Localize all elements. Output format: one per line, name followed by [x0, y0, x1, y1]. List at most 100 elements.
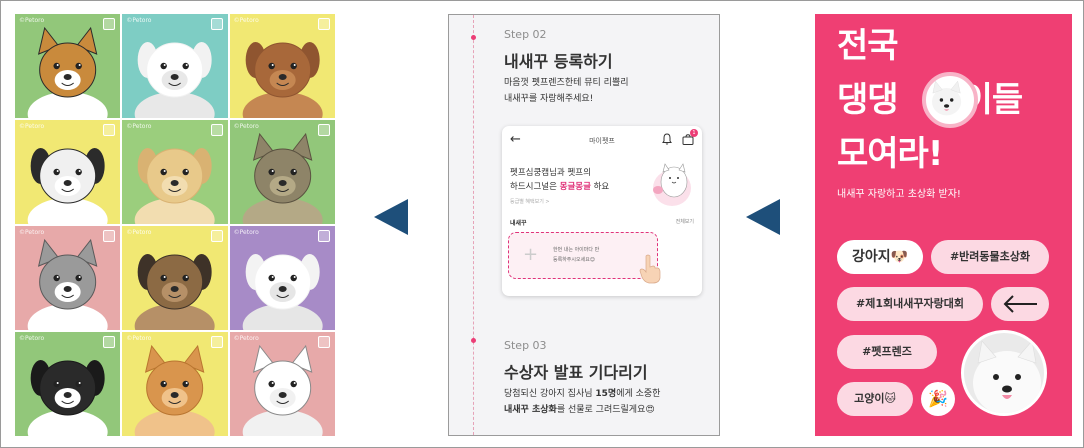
app-preview-card: ← 마이펫프 1 펫프심쿵캠님과 펫프의 하드시그널은 몽글몽글 하요 등급별 … — [502, 126, 702, 296]
left-arrow-icon — [746, 199, 780, 235]
timeline-dot — [471, 35, 476, 40]
poster-headline-text: 댕댕 — [837, 80, 899, 120]
poster-headline-line: 모여라! — [837, 134, 943, 174]
step-description-line: 당첨되신 강아지 집사님 15명에게 소중한 — [504, 386, 660, 402]
step-description: 당첨되신 강아지 집사님 15명에게 소중한 내새꾸 초상화를 선물로 그려드릴… — [504, 386, 660, 418]
tag-petfriends[interactable]: #펫프렌즈 — [837, 335, 937, 369]
cat-mascot-icon — [653, 163, 691, 206]
step-description-bold: 내새꾸 초상화 — [504, 405, 557, 415]
select-checkbox[interactable] — [318, 18, 330, 30]
add-pet-line: 등록하주시오세요😉 — [553, 257, 596, 263]
greeting-line: 하드시그널은 몽글몽글 하요 — [510, 180, 609, 194]
brand-watermark: ©Petoro — [126, 229, 152, 236]
samoyed-photo — [961, 330, 1047, 416]
poster-headline-line: 전국 — [837, 26, 899, 66]
step-description-bold: 15명 — [595, 389, 617, 399]
brand-watermark: ©Petoro — [126, 123, 152, 130]
select-checkbox[interactable] — [318, 336, 330, 348]
select-checkbox[interactable] — [103, 230, 116, 242]
brand-watermark: ©Petoro — [233, 335, 259, 342]
pet-portrait-tile[interactable]: ©Petoro — [229, 332, 335, 436]
greeting-highlight: 몽글몽글 — [559, 182, 591, 192]
shiba-dog-icon — [27, 360, 108, 436]
pet-portrait-tile[interactable]: ©Petoro — [122, 332, 228, 436]
greeting-message: 펫프심쿵캠님과 펫프의 하드시그널은 몽글몽글 하요 — [510, 166, 609, 194]
orange-tabby-cat-icon — [135, 344, 215, 436]
pet-portrait-tile[interactable]: ©Petoro — [229, 226, 335, 330]
brand-watermark: ©Petoro — [233, 17, 259, 24]
greeting-text: 하드시그널은 — [510, 182, 560, 192]
steps-panel: Step 02 내새꾸 등록하기 마음껏 펫프렌즈한테 뮤티 리쁠리 내새꾸를 … — [448, 14, 720, 436]
step-description-text: 에게 소중한 — [616, 389, 661, 399]
pet-portrait-tile[interactable]: ©Petoro — [229, 14, 335, 118]
tag-contest[interactable]: #제1회내새꾸자랑대회 — [837, 287, 983, 321]
timeline-line — [473, 15, 474, 435]
step-title: 수상자 발표 기다리기 — [504, 363, 648, 382]
bell-icon[interactable] — [662, 133, 672, 145]
notification-badge: 1 — [690, 129, 698, 137]
select-checkbox[interactable] — [318, 230, 330, 242]
long-left-arrow-icon — [1003, 295, 1037, 313]
dog-face-icon — [932, 80, 962, 116]
select-checkbox[interactable] — [103, 18, 116, 30]
tabby-white-cat-icon — [27, 238, 108, 330]
pet-portrait-grid: ©Petoro ©Petoro ©Petoro ©Petoro ©Petoro ©Peto… — [15, 14, 335, 436]
pet-portrait-tile[interactable]: ©Petoro — [122, 120, 228, 224]
pet-portrait-tile[interactable]: ©Petoro — [229, 120, 335, 224]
brand-watermark: ©Petoro — [233, 123, 259, 130]
select-checkbox[interactable] — [210, 230, 223, 242]
tag-cat[interactable]: 고양이🐱 — [837, 382, 913, 416]
plus-icon: + — [523, 244, 539, 265]
step-description-text: 당첨되신 강아지 집사님 — [504, 389, 596, 399]
husky-mix-dog-icon — [27, 148, 108, 224]
back-arrow-icon[interactable]: ← — [510, 132, 521, 147]
pointing-hand-icon — [639, 254, 661, 284]
tabby-cat-icon — [242, 132, 323, 224]
step-description: 마음껏 펫프렌즈한테 뮤티 리쁠리 내새꾸를 자랑해주세요! — [504, 75, 629, 107]
brand-watermark: ©Petoro — [19, 123, 45, 130]
retriever-dog-icon — [135, 148, 215, 224]
select-checkbox[interactable] — [210, 18, 223, 30]
pet-portrait-tile[interactable]: ©Petoro — [15, 14, 121, 118]
pet-portrait-tile[interactable]: ©Petoro — [15, 120, 121, 224]
step-description-line: 마음껏 펫프렌즈한테 뮤티 리쁠리 — [504, 78, 629, 88]
grade-benefit-link[interactable]: 등급별 혜택보기 > — [510, 199, 550, 205]
app-title: 마이펫프 — [589, 137, 615, 145]
brand-watermark: ©Petoro — [126, 335, 152, 342]
step-label: Step 02 — [504, 28, 547, 41]
greeting-line: 펫프심쿵캠님과 펫프의 — [510, 168, 591, 178]
brand-watermark: ©Petoro — [19, 17, 45, 24]
arrow-button[interactable] — [991, 287, 1049, 321]
brand-watermark: ©Petoro — [126, 17, 152, 24]
add-pet-box[interactable]: + 한번 내는 아이마다 만 등록하주시오세요😉 — [508, 232, 658, 279]
select-checkbox[interactable] — [103, 336, 116, 348]
greeting-text: 하요 — [590, 182, 610, 192]
maltese-dog-icon — [135, 42, 215, 118]
bag-icon[interactable] — [682, 134, 694, 145]
step-description-text: 를 선물로 그려드릴게요😍 — [556, 405, 655, 415]
brand-watermark: ©Petoro — [19, 335, 45, 342]
select-checkbox[interactable] — [318, 124, 330, 136]
yorkie-dog-icon — [135, 254, 215, 330]
poster-subtitle: 내새꾸 자랑하고 초상화 받자! — [837, 189, 961, 200]
tag-dog[interactable]: 강아지🐶 — [837, 240, 923, 274]
step-description-line: 내새꾸 초상화를 선물로 그려드릴게요😍 — [504, 402, 660, 418]
add-pet-line: 한번 내는 아이마다 만 — [553, 247, 600, 253]
white-gray-cat-icon — [242, 344, 323, 436]
pet-portrait-tile[interactable]: ©Petoro — [15, 226, 121, 330]
pet-portrait-tile[interactable]: ©Petoro — [122, 14, 228, 118]
brand-watermark: ©Petoro — [19, 229, 45, 236]
bichon-dog-icon — [242, 254, 323, 330]
brand-watermark: ©Petoro — [233, 229, 259, 236]
view-all-link[interactable]: 전체보기 — [675, 219, 694, 225]
pet-portrait-tile[interactable]: ©Petoro — [15, 332, 121, 436]
pet-portrait-tile[interactable]: ©Petoro — [122, 226, 228, 330]
select-checkbox[interactable] — [103, 124, 116, 136]
step-label: Step 03 — [504, 339, 547, 352]
tag-pet-portrait[interactable]: #반려동물초상화 — [931, 240, 1049, 274]
left-arrow-icon — [374, 199, 408, 235]
select-checkbox[interactable] — [210, 124, 223, 136]
add-pet-text: 한번 내는 아이마다 만 등록하주시오세요😉 — [553, 245, 599, 265]
select-checkbox[interactable] — [210, 336, 223, 348]
